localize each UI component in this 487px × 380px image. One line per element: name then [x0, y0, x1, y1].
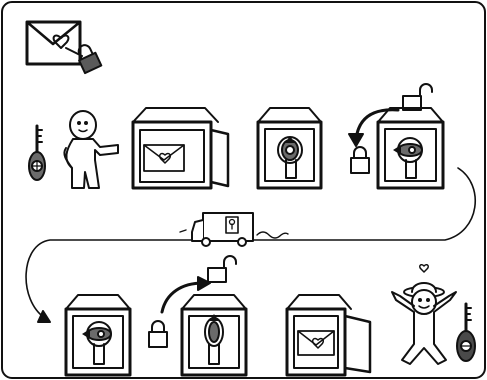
lock-applied-arrow	[348, 108, 400, 147]
box-with-receiver-lock	[64, 294, 132, 377]
closed-padlock-icon-bottom	[148, 320, 168, 348]
open-padlock-icon-bottom	[207, 255, 237, 283]
open-box-letter-received	[285, 294, 372, 377]
box-sender-lock-removed	[180, 294, 248, 377]
open-padlock-icon	[402, 83, 433, 111]
open-box-with-letter	[131, 107, 230, 190]
receiver-key-icon	[456, 302, 476, 362]
receiver-figure	[391, 264, 457, 365]
sender-key-icon	[28, 124, 46, 181]
delivery-truck-icon	[179, 212, 289, 247]
box-with-two-locks	[376, 107, 445, 190]
heart-icon	[419, 264, 429, 273]
sender-figure	[63, 110, 119, 189]
closed-padlock-icon	[350, 146, 370, 174]
lock-removed-arrow	[160, 276, 211, 314]
padlock-icon	[77, 44, 103, 75]
route-arrowhead	[37, 310, 51, 323]
box-with-sender-lock	[256, 107, 323, 190]
locked-letter-icon	[25, 20, 103, 75]
